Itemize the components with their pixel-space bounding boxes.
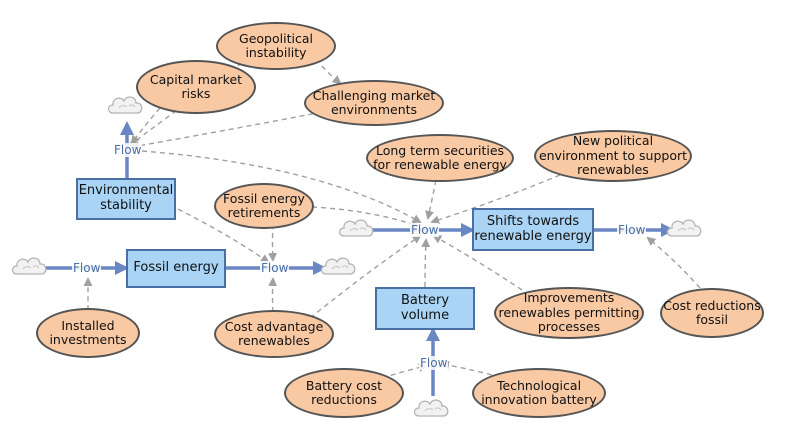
var-long-term-securities[interactable]: Long term securities for renewable energ… [366,134,514,182]
var-installed-investments[interactable]: Installed investments [36,308,140,358]
flow-label-shifts-out: Flow [617,223,647,237]
flow-label-battery: Flow [419,356,449,370]
stock-battery-volume[interactable]: Battery volume [375,287,475,330]
var-cost-reductions-fossil[interactable]: Cost reductions fossil [660,288,764,338]
cloud-sink-fossil-icon [320,257,356,275]
stock-shifts-towards-renewable[interactable]: Shifts towards renewable energy [472,208,594,251]
var-cost-advantage-renewables[interactable]: Cost advantage renewables [214,310,334,358]
flow-label-envstab: Flow [113,143,143,157]
cloud-source-fossil-icon [11,257,47,275]
link-longterm-to-flow4 [425,179,437,220]
link-tech-to-flow6 [440,360,493,376]
flow-label-shifts-in: Flow [410,223,440,237]
var-capital-market-risks[interactable]: Capital market risks [136,60,256,114]
link-improvements-to-flow4 [432,235,523,291]
stock-fossil-energy[interactable]: Fossil energy [126,249,226,288]
stock-environmental-stability[interactable]: Environmental stability [76,178,176,220]
cloud-sink-envstab-icon [107,96,143,114]
link-retirements-to-flow4 [311,206,420,229]
var-geopolitical-instability[interactable]: Geopolitical instability [216,22,336,70]
var-technological-innovation-battery[interactable]: Technological innovation battery [472,368,606,418]
cloud-sink-shifts-icon [666,219,702,237]
cloud-source-shifts-icon [338,219,374,237]
link-newpolitical-to-flow4 [430,174,561,225]
link-challenging-to-flow1 [130,111,323,151]
var-improvements-permitting[interactable]: Improvements renewables permitting proce… [494,287,644,339]
link-costred-to-flow5 [646,236,701,289]
var-battery-cost-reductions[interactable]: Battery cost reductions [284,368,404,418]
link-retirements-to-flow2 [268,223,278,262]
cloud-source-battery-icon [413,399,449,417]
link-costadv-to-flow4 [309,234,422,319]
link-capital-to-flow1 [130,107,161,145]
var-challenging-market-environments[interactable]: Challenging market environments [304,80,444,126]
var-fossil-energy-retirements[interactable]: Fossil energy retirements [214,183,314,229]
link-geopolitical-to-challenging [321,65,342,85]
link-costadv-to-flow2 [268,277,278,313]
flow-label-fossil-in: Flow [72,261,102,275]
flow-label-fossil-out: Flow [260,261,290,275]
link-envstab-to-flow2 [169,204,270,264]
var-new-political-environment[interactable]: New political environment to support ren… [534,130,692,182]
link-battery-to-flow4 [421,238,431,288]
